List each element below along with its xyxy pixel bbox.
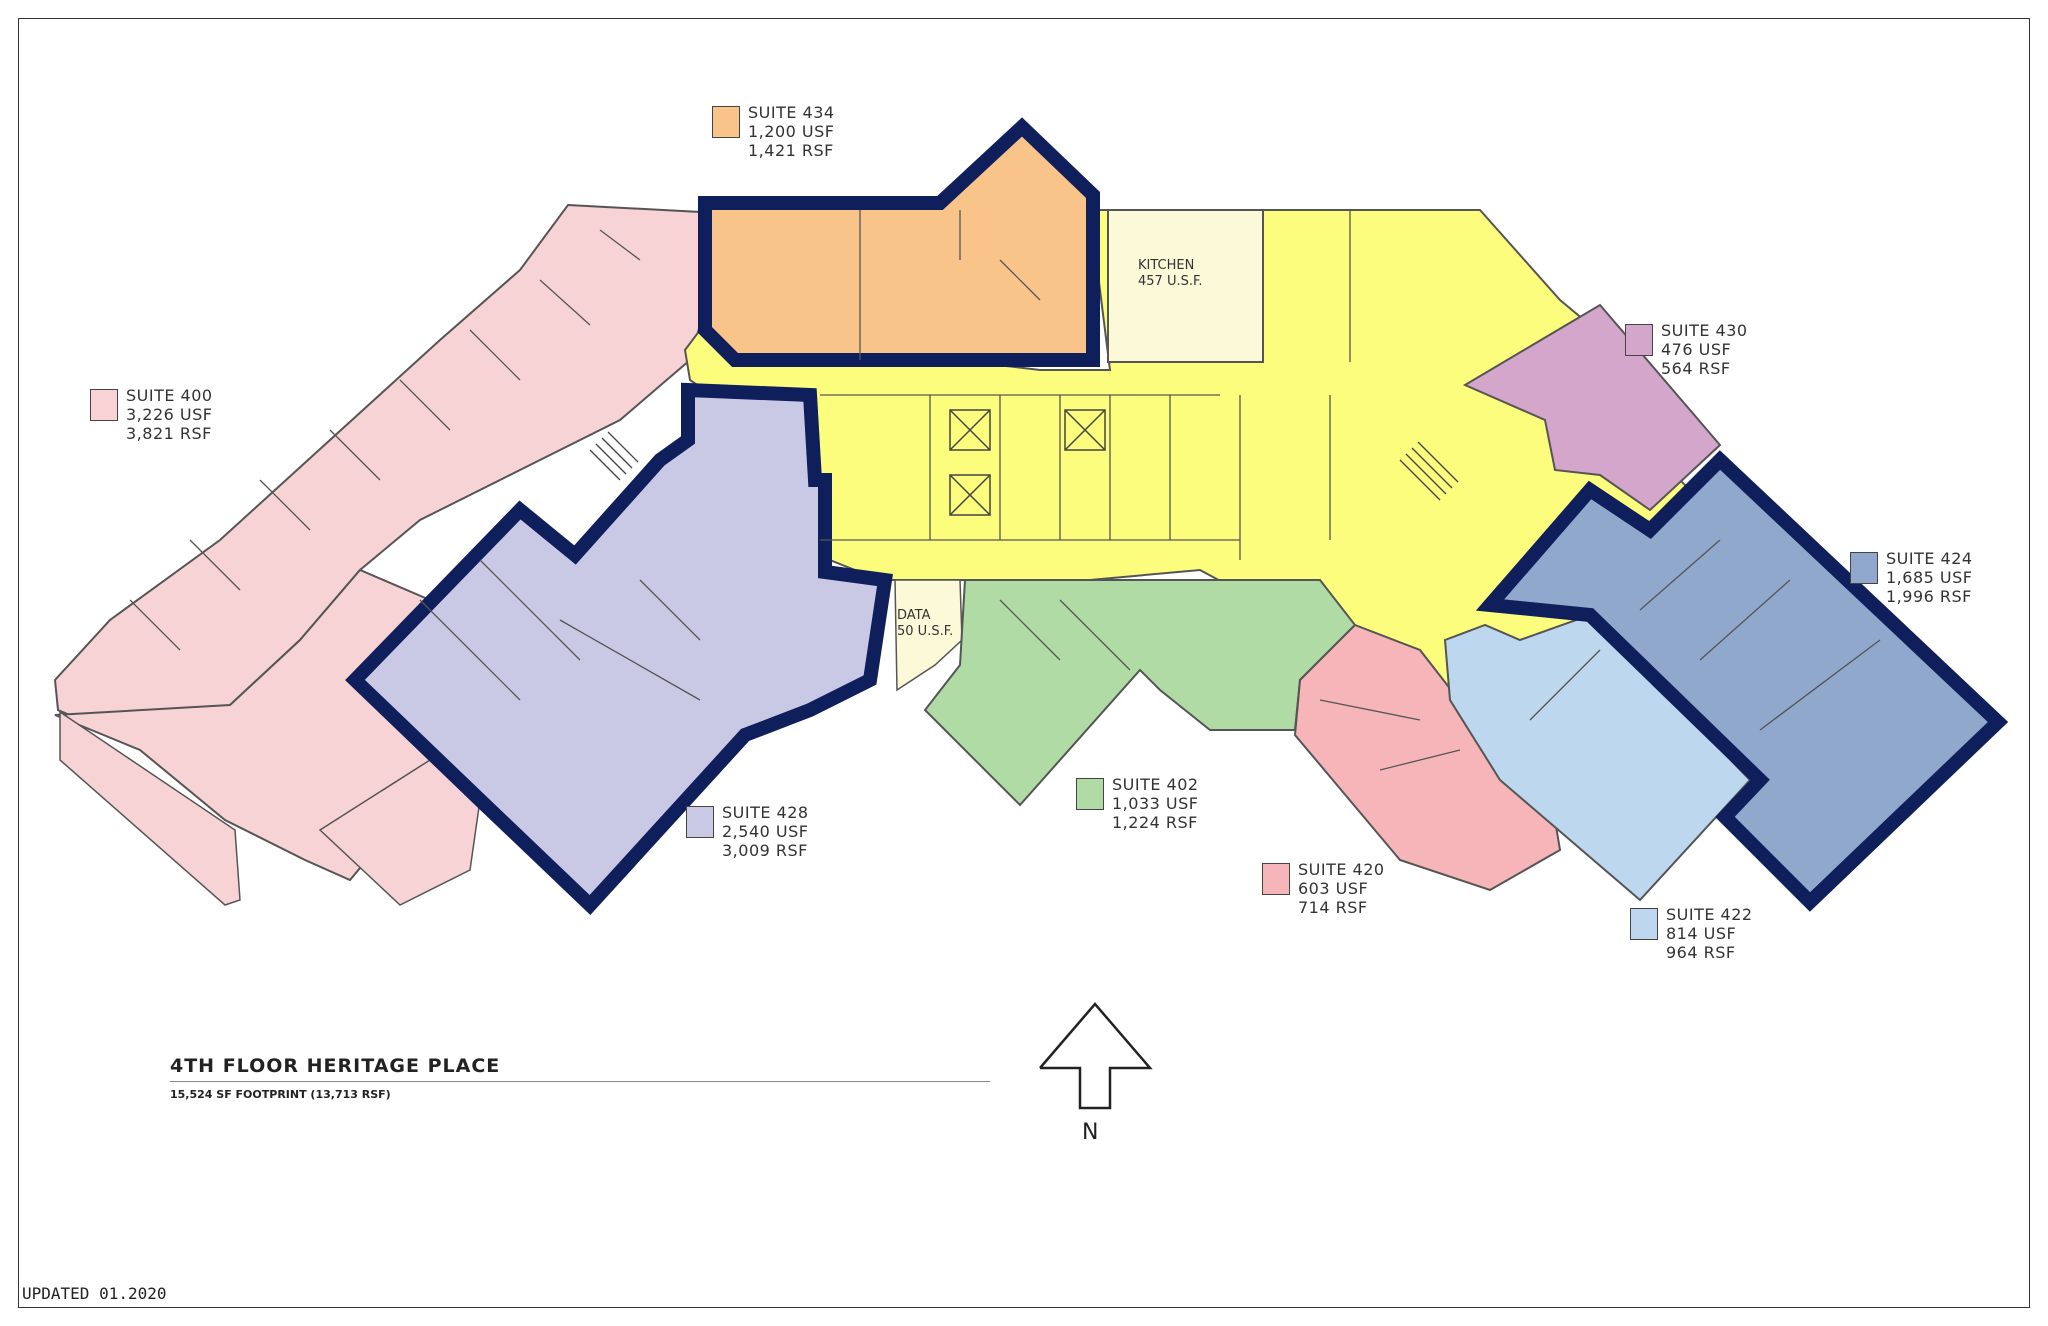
- drawing-frame: [18, 18, 2030, 1308]
- partition-lines: [129, 210, 1881, 771]
- suite-428-area[interactable]: [345, 382, 893, 916]
- suite-402-usf: 1,033 USF: [1112, 794, 1199, 813]
- suite-424-rsf: 1,996 RSF: [1886, 587, 1972, 606]
- suite-402-rsf: 1,224 RSF: [1112, 813, 1198, 832]
- plan-title: 4TH FLOOR HERITAGE PLACE: [170, 1055, 501, 1077]
- suite-424-swatch: [1850, 552, 1878, 584]
- suite-428-name: SUITE 428: [722, 803, 809, 822]
- plan-subtitle: 15,524 SF FOOTPRINT (13,713 RSF): [170, 1088, 391, 1101]
- suite-400-lower3[interactable]: [318, 759, 481, 906]
- title-block: 4TH FLOOR HERITAGE PLACE 15,524 SF FOOTP…: [170, 1055, 990, 1101]
- suite-424-name: SUITE 424: [1886, 549, 1973, 568]
- data-room-area: [894, 579, 963, 692]
- suite-434-area[interactable]: [698, 117, 1100, 367]
- suite-428-swatch: [686, 806, 714, 838]
- suite-400-rsf: 3,821 RSF: [126, 424, 212, 443]
- stairs: [589, 431, 1459, 501]
- data-room-area-text: 50 U.S.F.: [897, 624, 954, 639]
- suite-430-swatch: [1625, 324, 1653, 356]
- suite-424-usf: 1,685 USF: [1886, 568, 1973, 587]
- updated-date: UPDATED 01.2020: [22, 1284, 167, 1303]
- north-arrow-icon: [1039, 1002, 1153, 1110]
- kitchen-area-text: 457 U.S.F.: [1138, 274, 1203, 289]
- suite-420-swatch: [1262, 863, 1290, 895]
- suite-420-usf: 603 USF: [1298, 879, 1369, 898]
- suite-430-rsf: 564 RSF: [1661, 359, 1731, 378]
- suite-420-rsf: 714 RSF: [1298, 898, 1368, 917]
- suite-434-usf: 1,200 USF: [748, 122, 835, 141]
- suite-402-area[interactable]: [923, 579, 1357, 807]
- suite-400-swatch: [90, 389, 118, 421]
- kitchen-name: KITCHEN: [1138, 258, 1195, 273]
- suite-422-rsf: 964 RSF: [1666, 943, 1736, 962]
- suite-400-usf: 3,226 USF: [126, 405, 213, 424]
- suite-434-name: SUITE 434: [748, 103, 835, 122]
- suite-434-rsf: 1,421 RSF: [748, 141, 834, 160]
- suite-422-name: SUITE 422: [1666, 905, 1753, 924]
- suite-424-area[interactable]: [1475, 450, 2009, 912]
- kitchen-label: KITCHEN 457 U.S.F.: [1138, 258, 1203, 290]
- suite-420-name: SUITE 420: [1298, 860, 1385, 879]
- suite-428-usf: 2,540 USF: [722, 822, 809, 841]
- suite-422-swatch: [1630, 908, 1658, 940]
- data-room-label: DATA 50 U.S.F.: [897, 608, 953, 640]
- suite-434-swatch: [712, 106, 740, 138]
- suite-430-name: SUITE 430: [1661, 321, 1748, 340]
- suite-430-usf: 476 USF: [1661, 340, 1732, 359]
- suite-402-name: SUITE 402: [1112, 775, 1199, 794]
- suite-428-rsf: 3,009 RSF: [722, 841, 808, 860]
- suite-402-swatch: [1076, 778, 1104, 810]
- elevators: [949, 409, 1106, 516]
- suite-400-name: SUITE 400: [126, 386, 213, 405]
- north-label: N: [1082, 1120, 1099, 1145]
- data-room-name: DATA: [897, 608, 931, 623]
- suite-430-area[interactable]: [1462, 303, 1722, 512]
- title-rule: [170, 1081, 990, 1082]
- suite-422-usf: 814 USF: [1666, 924, 1737, 943]
- kitchen-area: [1107, 209, 1264, 363]
- suite-400-lower2[interactable]: [59, 710, 241, 906]
